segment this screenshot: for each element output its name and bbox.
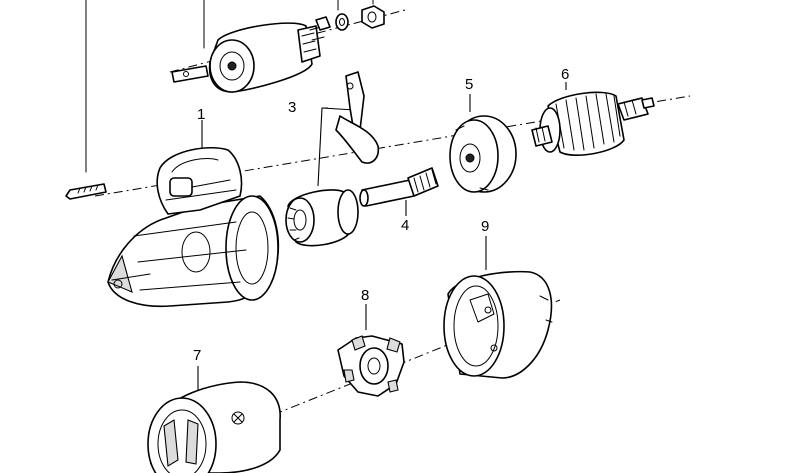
callout-1: 1 (197, 106, 205, 123)
callout-7: 7 (193, 347, 201, 364)
callout-6: 6 (561, 66, 569, 83)
pinion-and-fork (285, 71, 380, 247)
end-housing (443, 236, 553, 379)
armature (531, 82, 655, 156)
through-bolt (65, 0, 107, 200)
pole-housing (147, 366, 281, 473)
callout-8: 8 (361, 287, 369, 304)
washer-and-nut (335, 0, 385, 31)
drive-shaft (359, 167, 439, 216)
callout-labels: 1 3 4 5 6 7 8 9 (193, 66, 569, 364)
intermediate-bearing-plate (449, 94, 517, 193)
callout-3: 3 (288, 99, 296, 116)
starter-housing (107, 120, 280, 308)
callout-4: 4 (401, 217, 409, 234)
callout-5: 5 (465, 76, 473, 93)
solenoid-switch (171, 0, 331, 93)
brush-holder (337, 304, 405, 397)
callout-9: 9 (481, 218, 489, 235)
